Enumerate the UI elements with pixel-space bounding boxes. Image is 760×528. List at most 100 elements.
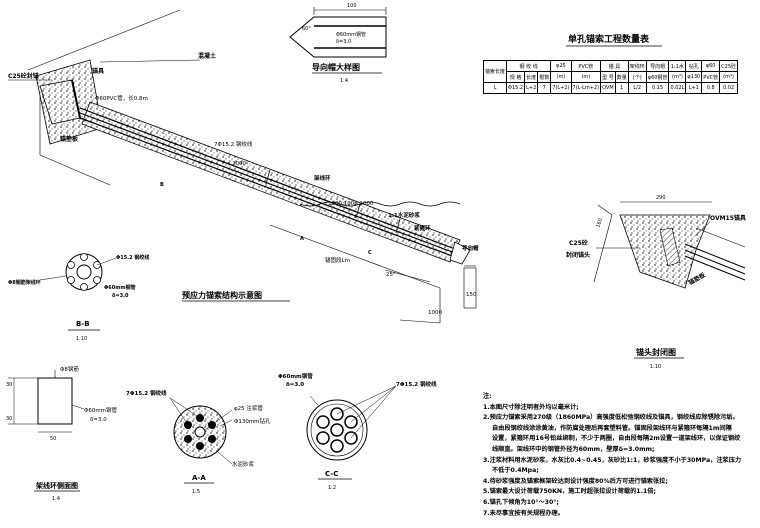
th-hole2: φ130 [685, 71, 703, 83]
td-pvc: 0.8 [701, 82, 721, 94]
cc-pipe: Φ60mm钢管 [278, 372, 313, 380]
th-qty: 数量 [614, 71, 629, 83]
label-ring: 架线环 [313, 174, 331, 182]
main-drawing-title: 预应力锚索结构示意图 [182, 290, 262, 300]
td-type: OVM [600, 82, 616, 94]
th-pvc-m: (m) [570, 71, 602, 83]
seal-ovm: OVM15锚具 [710, 214, 746, 222]
aa-strand: 7Φ15.2 钢绞线 [126, 389, 167, 397]
bb-pipe: Φ60mm钢管 [104, 284, 136, 291]
th-ring: 架线环 [627, 60, 647, 72]
td-mortar: 0.02L [668, 82, 687, 94]
ring-dim-30b: 30 [6, 416, 12, 422]
td-tight: 0.15 [645, 82, 670, 94]
bb-section: Φ15.2 钢绞线 Φ8钢筋架线环 Φ60mm钢管 δ=3.0 B-B 1:10 [8, 253, 149, 342]
ring-thickness: δ=3.0 [90, 417, 107, 423]
th-c25c: (m³) [719, 71, 738, 83]
seal-dim-160: 160 [595, 218, 604, 229]
th-r25: φ25 [550, 60, 572, 72]
aa-scale: 1:5 [192, 489, 200, 495]
aa-title: A-A [192, 474, 206, 482]
ring-pipe: Φ60mm钢管 [84, 406, 118, 414]
ring-dim-50: 50 [50, 436, 56, 442]
th-len: 长度 [524, 71, 539, 83]
note-6: 6.锚孔下倾角为10°～30°; [483, 498, 559, 506]
seal-c25-b: 封闭锚头 [566, 251, 590, 259]
td-hole: L+1 [685, 82, 703, 94]
guide-cap-dim-100: 100 [347, 3, 357, 9]
label-bearing-plate: 锚垫板 [60, 135, 79, 143]
note-2c: 设置，紧箍环用16号铅丝绑制，不少于两圈，自由段每隔2m设置一道架线环，以保证钢… [492, 435, 741, 443]
aa-section: 7Φ15.2 钢绞线 φ25 注浆管 Φ130mm钻孔 水泥砂浆 A-A 1:5 [126, 389, 271, 495]
notes-block: 注: 1.本图尺寸除注明者外均以毫米计; 2.预应力锚索采用270级（1860M… [483, 392, 755, 519]
td-count: 7 [537, 82, 552, 94]
seal-dim-290: 290 [656, 195, 666, 201]
ring-section-title: 架线环侧面图 [35, 481, 78, 490]
label-dim-1000: 1000 [428, 310, 442, 316]
note-7: 7.未尽事宜按有关规程办理。 [483, 509, 564, 517]
note-2d: 线顺直。架线环中的钢管外径为60mm，壁厚δ=3.0mm; [492, 445, 655, 453]
label-anchor-head: 锚具 [92, 67, 104, 75]
bb-scale: 1:10 [76, 336, 87, 342]
aa-hole: Φ130mm钻孔 [234, 417, 271, 425]
label-concrete: 混凝土 [198, 52, 216, 60]
ring-dim-30a: 30 [6, 382, 12, 388]
guide-cap-thickness: δ=3.0 [336, 39, 351, 45]
th-strand: 钢 绞 线 [506, 60, 552, 72]
td-r25b: 7(L-Lm+2) [570, 82, 602, 94]
guide-cap-title: 导向帽大样图 [312, 62, 360, 72]
cc-section: Φ60mm钢管 δ=3.0 7Φ15.2 钢绞线 C-C 1:2 [278, 372, 437, 491]
ring-section-scale: 1:4 [52, 496, 60, 502]
bb-title: B-B [76, 320, 90, 328]
th-tight: 导向帽 [645, 60, 670, 72]
th-length: 锚索长度 [482, 60, 508, 83]
th-tight-u: φ60钢管 [645, 71, 670, 83]
ring-side-view: Φ8钢筋 30 30 50 Φ60mm钢管 δ=3.0 架线环侧面图 1:4 [6, 365, 118, 502]
td-L: L [482, 82, 508, 94]
cc-title: C-C [325, 470, 338, 478]
bb-ring: Φ8钢筋架线环 [8, 279, 41, 286]
note-3: 3.注浆材料用水泥砂浆，水灰比0.4~0.45，灰砂比1:1，砂浆强度不小于30… [483, 456, 742, 464]
label-c25-seal: C25砼封锚 [8, 72, 39, 80]
td-qty: 1 [614, 82, 629, 94]
label-guide-cap: 导向帽 [462, 244, 479, 252]
note-2b: 自由段钢绞线涂涂黄油，作防腐处理后再套塑料管。锚固段架线环与紧箍环每隔1m间隔 [492, 424, 732, 432]
notes-head: 注: [483, 393, 492, 400]
label-dims-1000: 1000 1000 1000 [328, 201, 374, 207]
th-count: 根数 [537, 71, 552, 83]
note-5: 5.锚索最大设计荷载750KN，施工时超张拉设计荷载的1.1倍; [483, 488, 656, 496]
svg-text:A: A [300, 236, 304, 242]
anchor-cable-drawing: B A C C25砼封锚 锚具 混凝土 Φ60PVC管，长0.8m 锚垫板 7Φ… [8, 9, 479, 324]
bb-thickness: δ=3.0 [112, 293, 129, 299]
seal-title: 锚头封闭图 [636, 347, 676, 357]
th-c25: C25砼 [719, 60, 738, 72]
label-pvc: Φ60PVC管，长0.8m [95, 94, 148, 102]
note-4: 4.待砂浆强度及锚索框架砼达到设计强度80%后方可进行锚索张拉; [483, 477, 668, 485]
svg-text:C: C [368, 250, 372, 256]
label-tight-ring: 紧箍环 [414, 224, 431, 232]
td-ring: L/2 [627, 82, 647, 94]
note-1: 1.本图尺寸除注明者外均以毫米计; [483, 403, 579, 411]
td-c25: 0.02 [719, 82, 738, 94]
aa-mortar: 水泥砂浆 [232, 460, 255, 468]
guide-cap-angle: 60° [302, 26, 311, 32]
ring-rebar: Φ8钢筋 [60, 365, 79, 373]
note-3b: 不低于0.4Mpa; [492, 467, 539, 475]
th-pvc2: PVC管 [701, 71, 721, 83]
cc-strand: 7Φ15.2 钢绞线 [396, 380, 437, 388]
table-title: 单孔锚索工程数量表 [568, 33, 650, 45]
cc-scale: 1:2 [328, 485, 336, 491]
label-angle: 25° [386, 272, 396, 278]
th-spec: 规 格 [506, 71, 526, 83]
table-row: L Φ15.2 L+2 7 7(L+2) 7(L-Lm+2) OVM 1 L/2… [482, 82, 738, 94]
label-strand: 7Φ15.2 钢绞线 [214, 140, 253, 148]
guide-cap-scale: 1:4 [340, 78, 348, 84]
guide-cap-pipe: Φ60mm钢管 [336, 31, 366, 38]
aa-grout-pipe: φ25 注浆管 [234, 404, 263, 412]
anchor-seal-detail: 290 160 OVM15锚具 C25砼 封闭锚头 锚垫板 锚头封闭图 1:10 [566, 195, 746, 370]
th-mortar: 1:1水 [668, 60, 687, 72]
label-anchor-length: 锚固段Lm [325, 256, 350, 264]
label-dim-2000: 2000 [232, 161, 246, 167]
th-r25c: (m) [550, 71, 572, 83]
